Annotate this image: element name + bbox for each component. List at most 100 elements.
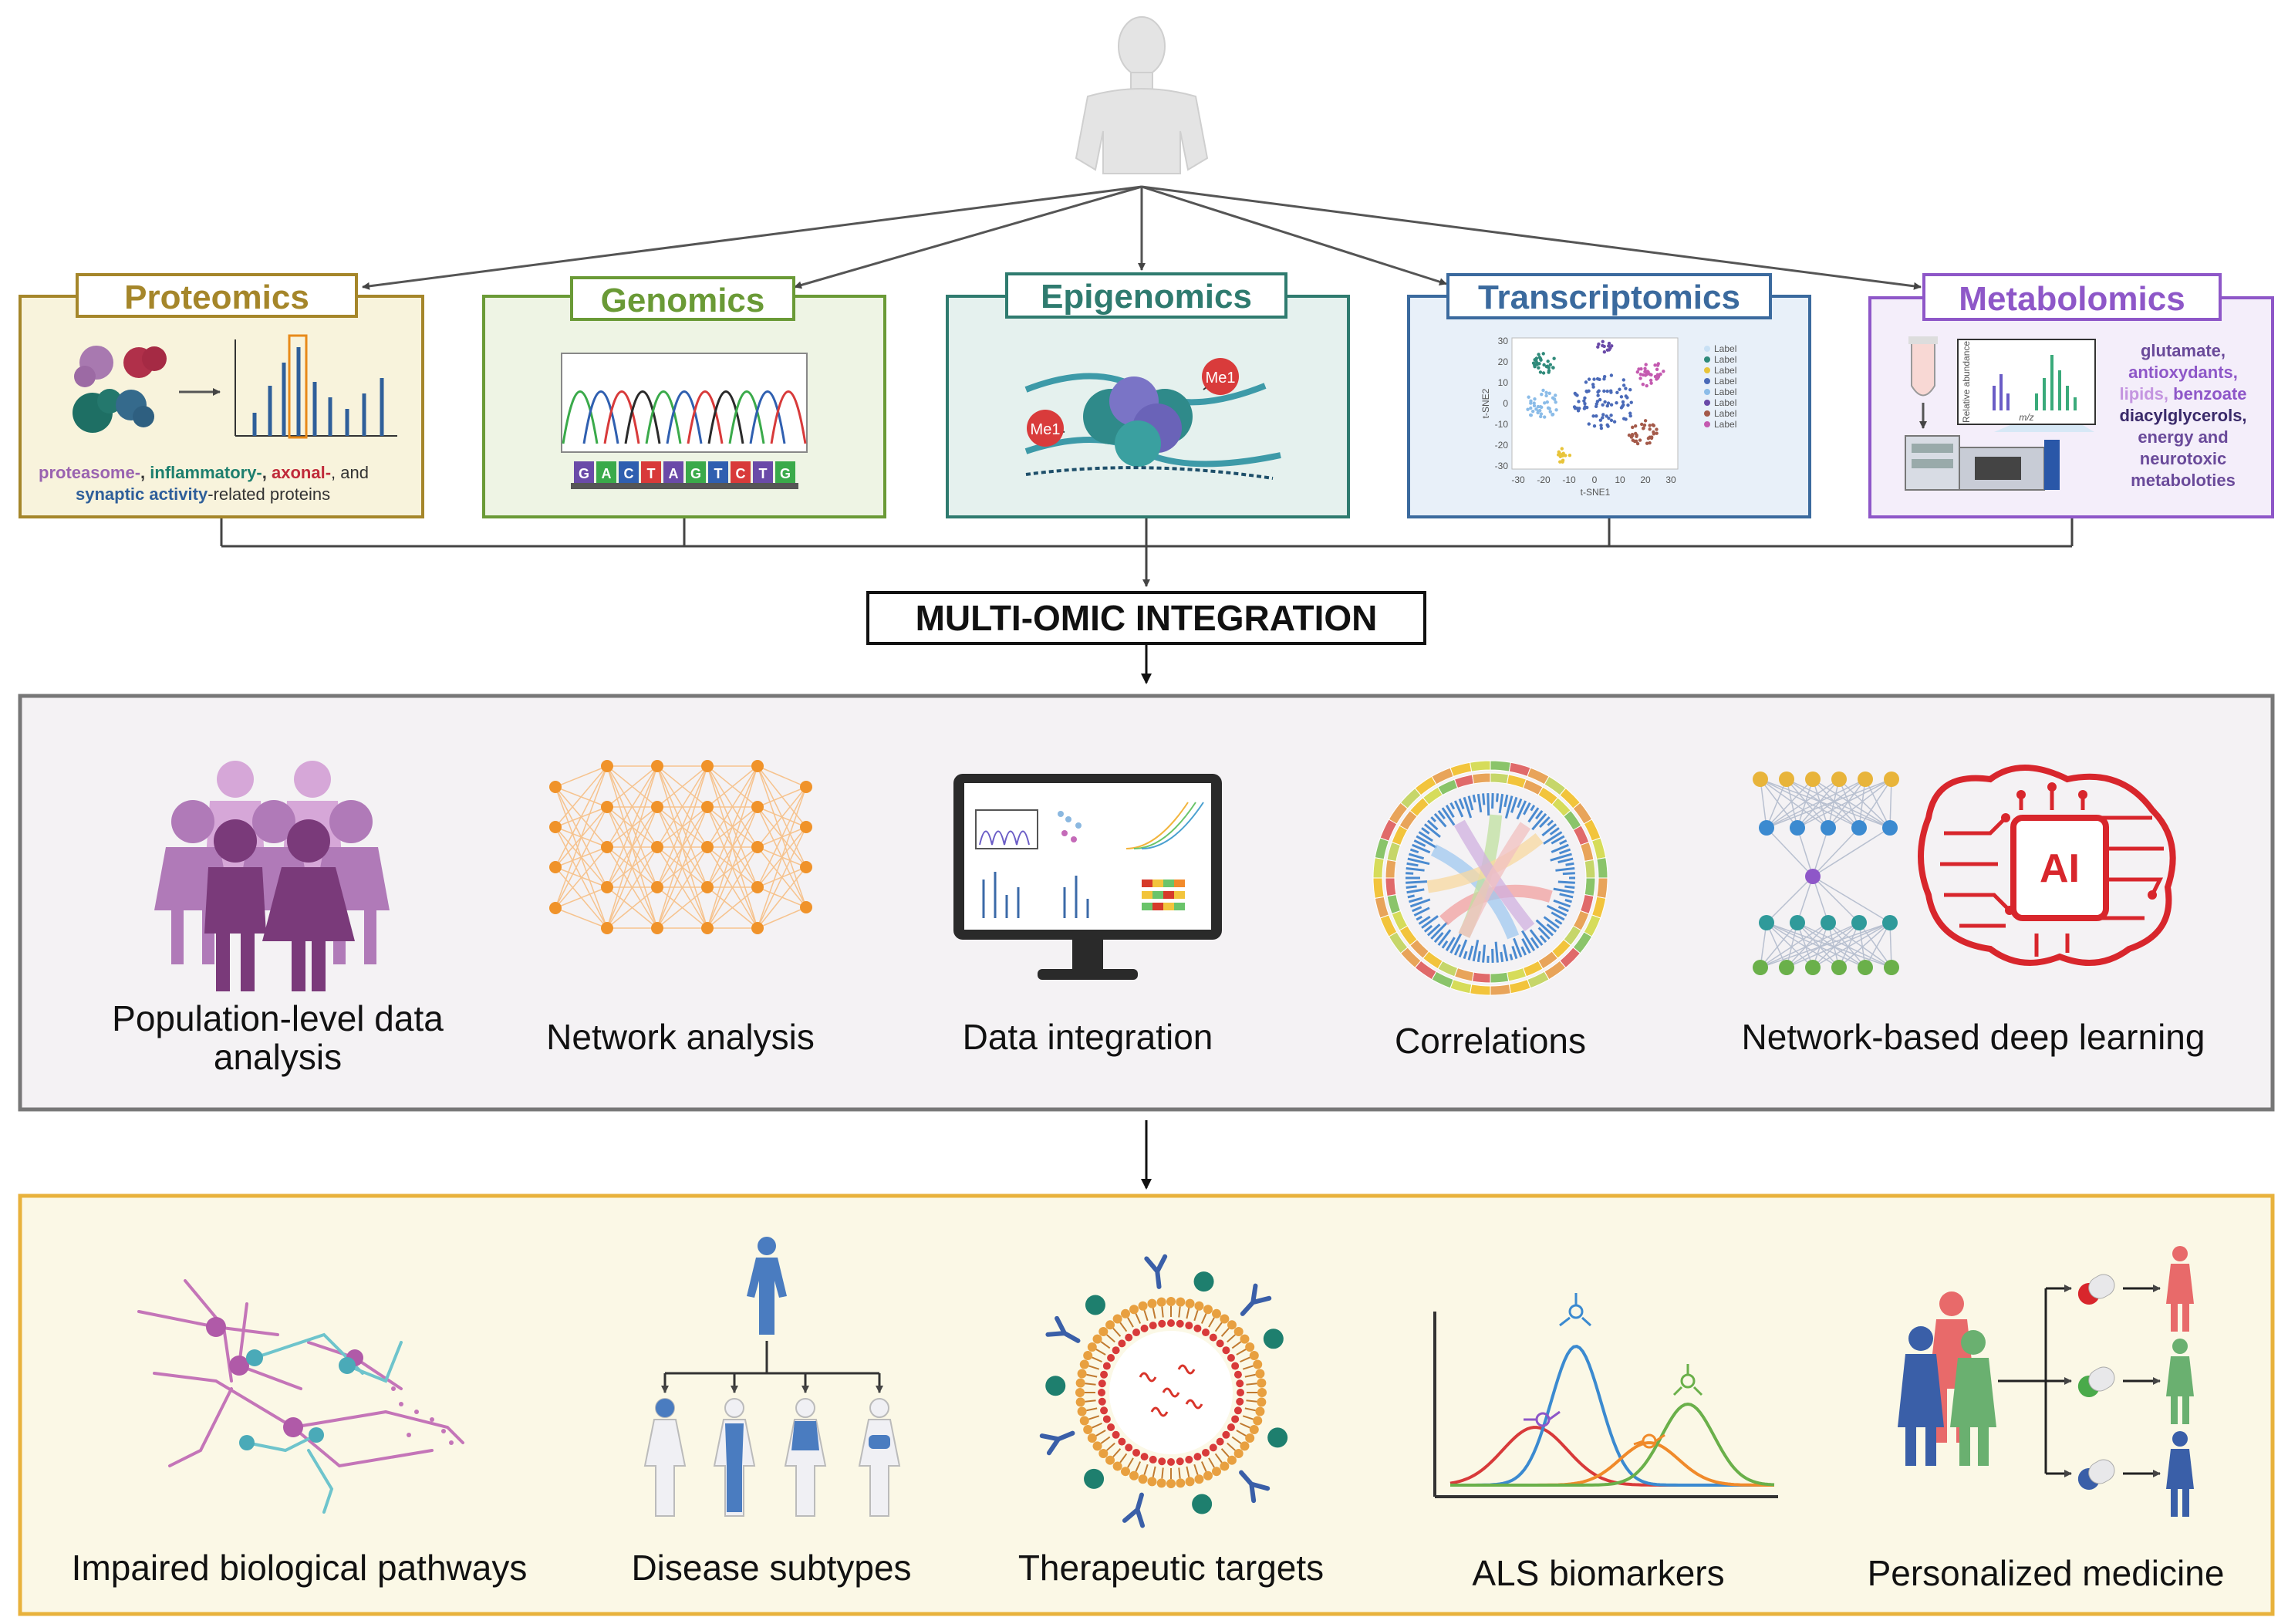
tsne-point [1642, 423, 1647, 427]
autoencoder-node [1805, 960, 1821, 975]
circos-bar [1453, 800, 1464, 818]
lipid-tail [1100, 1341, 1111, 1349]
lipid-head [1240, 1441, 1250, 1451]
lipid-head [1079, 1359, 1089, 1369]
test-tube-icon [1908, 336, 1938, 429]
svg-text:glutamate,: glutamate, [2141, 341, 2226, 360]
tsne-xtick: 20 [1640, 474, 1651, 485]
tsne-xtick: -20 [1537, 474, 1551, 485]
circos-bar [1406, 872, 1414, 875]
autoencoder-edge [1812, 778, 1860, 829]
network-edge [656, 765, 708, 848]
legend-marker [1704, 356, 1710, 363]
network-node [601, 801, 613, 813]
lipid-head-inner [1222, 1430, 1230, 1439]
circos-bar [1517, 798, 1523, 809]
tsne-point [1643, 419, 1648, 423]
legend-label: Label [1714, 376, 1736, 387]
lipid-head-inner [1216, 1339, 1224, 1348]
tsne-point [1529, 414, 1534, 417]
lipid-head-inner [1185, 1322, 1193, 1330]
circos-bar [1498, 793, 1504, 814]
lipid-head [1220, 1314, 1230, 1324]
circos-bar [1406, 880, 1428, 884]
base-tile [753, 461, 773, 483]
circos-bar [1516, 800, 1527, 820]
circos-bar [1513, 937, 1523, 958]
autoencoder-edge [1797, 876, 1814, 923]
autoencoder-edge [1766, 922, 1892, 968]
circos-bar [1503, 944, 1509, 962]
network-edge [606, 765, 658, 848]
autoencoder-edge [1812, 922, 1829, 968]
legend-label: Label [1714, 397, 1736, 408]
tsne-point [1584, 380, 1588, 384]
autoencoder-node [1753, 771, 1768, 787]
autoencoder-edge [1858, 778, 1866, 829]
lipid-tail [1143, 1464, 1149, 1475]
network-node [601, 881, 613, 893]
base-letter: T [647, 466, 656, 481]
tsne-point [1541, 388, 1545, 393]
autoencoder-node [1779, 771, 1794, 787]
lipid-tail [1088, 1415, 1100, 1420]
lipid-head [1212, 1467, 1221, 1477]
lipid-head [1129, 1470, 1139, 1481]
legend-label: Label [1714, 387, 1736, 397]
outcome-label-biomarkers: ALS biomarkers [1472, 1553, 1724, 1593]
tsne-point [1533, 397, 1537, 401]
lipid-tail [1112, 1448, 1122, 1457]
antibody-icon [1239, 1470, 1271, 1504]
lipid-head [1077, 1406, 1087, 1416]
tsne-point [1601, 413, 1605, 417]
antibody-icon [1240, 1283, 1272, 1316]
payload-molecule [1185, 1399, 1203, 1410]
circos-bar [1520, 946, 1527, 956]
autoencoder-node [1759, 820, 1774, 836]
payload-molecule [1177, 1364, 1196, 1375]
circos-bar [1547, 819, 1554, 826]
circos-bar [1523, 802, 1531, 815]
autoencoder-edge [1812, 922, 1860, 968]
network-edge [606, 806, 658, 929]
autoencoder-edge [1827, 778, 1840, 829]
tsne-point [1535, 362, 1539, 366]
lipid-head-inner [1100, 1406, 1109, 1415]
lipid-head-inner [1167, 1458, 1175, 1466]
lipid-tail [1193, 1464, 1199, 1475]
circos-bar [1412, 906, 1422, 913]
lipid-head [1233, 1448, 1244, 1458]
autoencoder-node [1821, 820, 1836, 836]
neurons-icon [137, 1279, 464, 1514]
lipid-tail [1085, 1399, 1096, 1403]
network-node [651, 922, 663, 934]
monitor-icon [953, 774, 1222, 980]
lipid-head-inner [1236, 1397, 1244, 1406]
tsne-point [1554, 393, 1557, 397]
legend-marker [1704, 367, 1710, 373]
network-node [549, 821, 562, 833]
lipid-tail [1242, 1415, 1254, 1420]
lipid-head-inner [1167, 1319, 1175, 1327]
tsne-point [1539, 414, 1543, 419]
autoencoder-edge [1786, 922, 1829, 968]
tsne-point [1591, 385, 1595, 389]
autoencoder-edge [1812, 778, 1891, 829]
autoencoder-edge [1838, 778, 1860, 829]
tsne-xtick: -10 [1562, 474, 1576, 485]
lipid-tail [1161, 1467, 1164, 1479]
base-tile [686, 461, 706, 483]
lipid-head-inner [1209, 1333, 1217, 1342]
autoencoder-node [1753, 960, 1768, 975]
circos-bar [1406, 862, 1419, 867]
circos-bar [1426, 819, 1439, 831]
network-edge [606, 846, 658, 929]
tsne-point [1537, 366, 1541, 370]
lipid-tail [1208, 1317, 1215, 1328]
base-tile [574, 461, 594, 483]
tsne-point [1602, 389, 1606, 393]
circos-bar [1416, 835, 1438, 849]
circos-segment [1584, 877, 1596, 897]
autoencoder-edge [1827, 922, 1866, 968]
